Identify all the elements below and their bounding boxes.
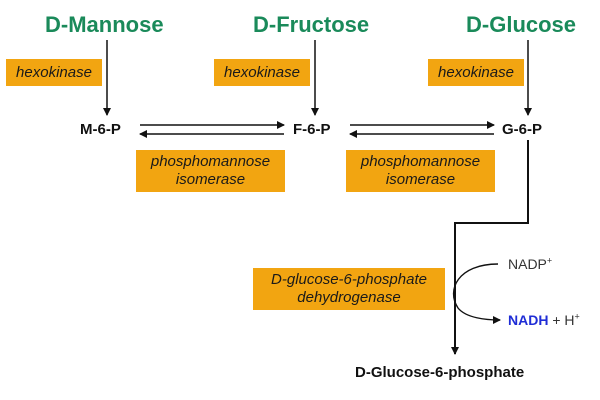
nadp-label: NADP	[508, 256, 547, 272]
enzyme-phosphomannose-isomerase-2: phosphomannose isomerase	[346, 150, 495, 192]
enzyme-label: hexokinase	[224, 63, 300, 81]
cofactor-nadh-h: NADH + H+	[508, 312, 580, 328]
enzyme-hexokinase-glucose: hexokinase	[428, 59, 524, 86]
nadh-label: NADH	[508, 312, 549, 328]
nadp-superscript: +	[546, 255, 553, 266]
enzyme-label-line2: isomerase	[175, 171, 246, 188]
enzyme-label-line1: phosphomannose	[150, 153, 271, 170]
cofactor-nadp: NADP+	[508, 256, 552, 272]
enzyme-label-line2: dehydrogenase	[297, 289, 401, 306]
enzyme-hexokinase-mannose: hexokinase	[6, 59, 102, 86]
node-f6p: F-6-P	[293, 121, 331, 138]
enzyme-label-line2: isomerase	[385, 171, 456, 188]
product-d-glucose-6-phosphate: D-Glucose-6-phosphate	[355, 364, 525, 381]
h-superscript: +	[574, 311, 580, 322]
node-m6p: M-6-P	[80, 121, 121, 138]
enzyme-phosphomannose-isomerase-1: phosphomannose isomerase	[136, 150, 285, 192]
substrate-d-glucose: D-Glucose	[466, 12, 577, 37]
enzyme-g6p-dehydrogenase: D-glucose-6-phosphate dehydrogenase	[253, 268, 445, 310]
enzyme-label: hexokinase	[16, 63, 92, 81]
plus-h-label: + H	[548, 312, 575, 328]
enzyme-label-line1: D-glucose-6-phosphate	[271, 271, 427, 288]
substrate-d-fructose: D-Fructose	[253, 12, 370, 37]
enzyme-label: hexokinase	[438, 63, 514, 81]
nadp-to-nadh-curve	[453, 263, 501, 324]
enzyme-label-line1: phosphomannose	[360, 153, 481, 170]
substrate-d-mannose: D-Mannose	[45, 12, 164, 37]
enzyme-hexokinase-fructose: hexokinase	[214, 59, 310, 86]
g6p-to-product-arrow	[451, 140, 529, 355]
node-g6p: G-6-P	[502, 121, 543, 138]
